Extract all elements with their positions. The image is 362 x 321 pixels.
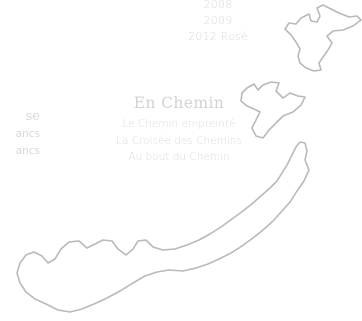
menu-title[interactable]: En Chemin <box>133 94 225 112</box>
left-column-title-clipped[interactable]: se <box>25 109 40 124</box>
vintage-list: 2008 2009 2012 Rosé <box>150 0 286 45</box>
left-column-item-clipped[interactable]: ancs <box>15 128 40 140</box>
menu-item-chemin-empreinte[interactable]: Le Chemin empreinté <box>122 118 236 130</box>
menu-item-au-bout-du-chemin[interactable]: Au bout du Chemin <box>128 151 230 163</box>
vintage-link-2009[interactable]: 2009 <box>203 14 233 27</box>
island-north-outline[interactable] <box>284 4 362 72</box>
vintage-link-2012-rose[interactable]: 2012 Rosé <box>188 30 248 43</box>
left-column-item-clipped[interactable]: ancs <box>15 144 40 157</box>
menu-item-croisee-des-chemins[interactable]: La Croisée des Chemins <box>116 134 242 147</box>
island-middle-outline[interactable] <box>240 81 306 139</box>
vintage-link-2008[interactable]: 2008 <box>203 0 233 11</box>
island-south-outline[interactable] <box>16 141 310 313</box>
left-column-clipped: se ancs ancs <box>0 109 40 159</box>
en-chemin-menu: En Chemin Le Chemin empreinté La Croisée… <box>60 93 298 166</box>
